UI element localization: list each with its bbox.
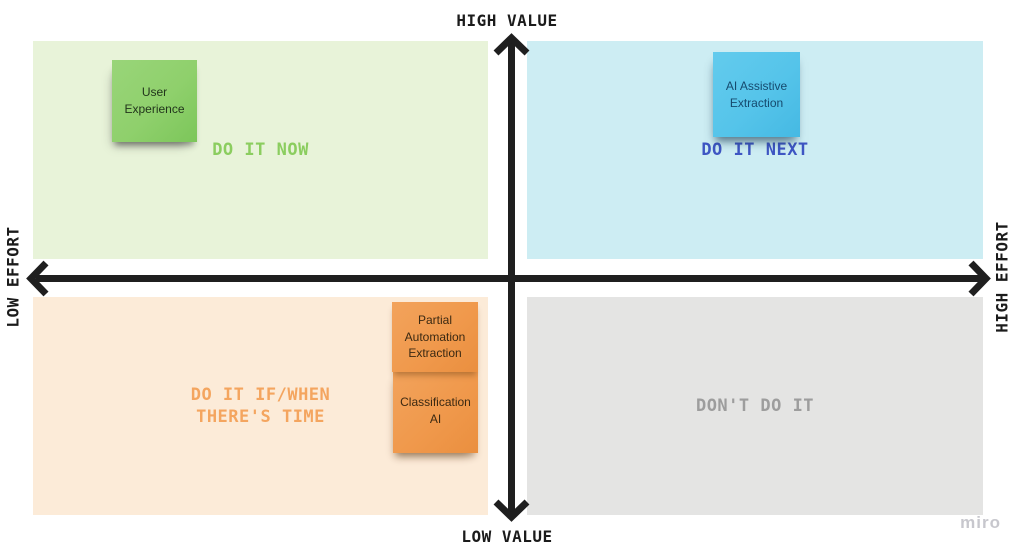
quadrant-do-it-now[interactable]: DO IT NOW: [33, 41, 488, 259]
quadrant-caption-dont-do-it: DON'T DO IT: [695, 396, 815, 416]
axis-label-high-value: HIGH VALUE: [456, 11, 558, 30]
quadrant-dont-do-it[interactable]: DON'T DO IT: [527, 297, 983, 515]
quadrant-caption-do-it-next: DO IT NEXT: [701, 140, 809, 160]
axis-label-high-effort: HIGH EFFORT: [992, 221, 1012, 333]
sticky-note-text: Partial Automation Extraction: [404, 312, 466, 361]
sticky-note-text: Classification AI: [400, 394, 471, 426]
quadrant-caption-do-it-if-when: DO IT IF/WHEN THERE'S TIME: [190, 385, 331, 427]
axis-label-low-value: LOW VALUE: [461, 527, 553, 546]
sticky-note-text: User Experience: [124, 85, 185, 116]
arrowhead-right-icon: [968, 260, 991, 297]
axis-label-low-effort: LOW EFFORT: [3, 226, 23, 328]
sticky-note-ai-assistive-extraction[interactable]: AI Assistive Extraction: [713, 52, 800, 137]
miro-watermark: miro: [960, 513, 1001, 532]
arrowhead-left-icon: [26, 260, 49, 297]
sticky-note-text: AI Assistive Extraction: [725, 78, 788, 110]
sticky-note-classification-ai[interactable]: Classification AI: [393, 368, 478, 453]
arrowhead-down-icon: [493, 499, 530, 522]
arrowhead-up-icon: [493, 33, 530, 56]
sticky-note-partial-automation-extraction[interactable]: Partial Automation Extraction: [392, 302, 478, 372]
sticky-note-user-experience[interactable]: User Experience: [112, 60, 197, 142]
quadrant-caption-do-it-now: DO IT NOW: [212, 140, 309, 160]
